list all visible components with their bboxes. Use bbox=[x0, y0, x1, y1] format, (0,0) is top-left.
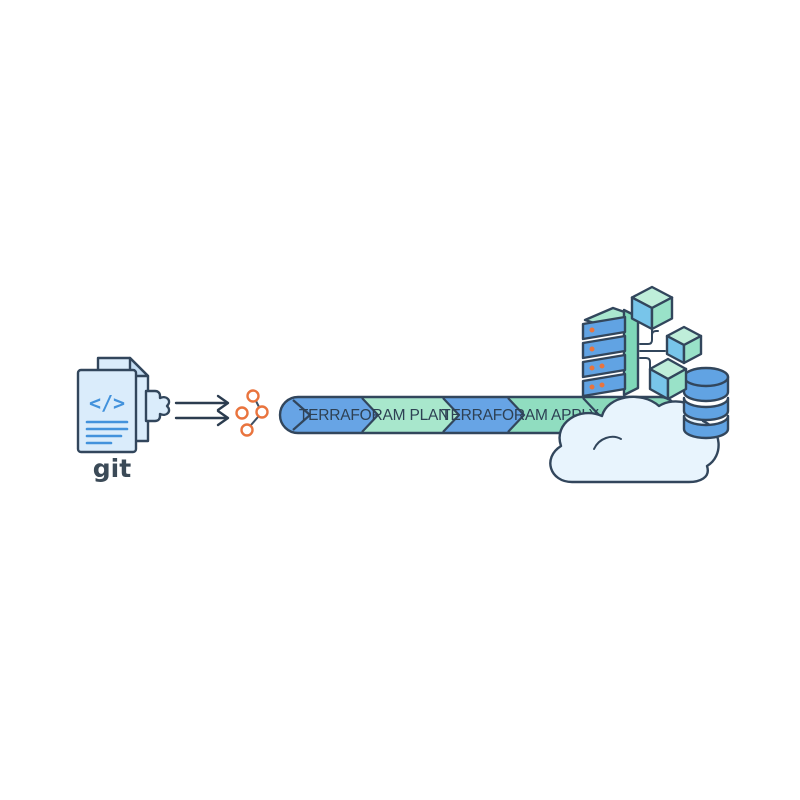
pipeline-segment-blue bbox=[280, 397, 378, 433]
flow-arrows-icon bbox=[174, 394, 230, 427]
cloud-inner-arc bbox=[593, 435, 622, 450]
node-circle bbox=[255, 405, 269, 419]
pipeline-segment-blue bbox=[443, 397, 524, 433]
chevron-divider bbox=[292, 399, 312, 431]
stage-label-apply: TERRAFORAM APPLY bbox=[441, 407, 599, 424]
git-label: git bbox=[93, 454, 131, 483]
node-circle bbox=[235, 406, 249, 420]
stage-label-plan: TERRAFORAM PLAN bbox=[299, 407, 449, 424]
arrow-head bbox=[216, 394, 230, 412]
led-light bbox=[589, 346, 595, 352]
git-files-icon: </> git bbox=[76, 356, 171, 483]
front-page bbox=[76, 368, 138, 454]
chevron-divider bbox=[507, 397, 526, 433]
arrow-head bbox=[216, 409, 230, 427]
server-rack-icon bbox=[581, 306, 641, 398]
rack-slab bbox=[581, 334, 627, 360]
node-link bbox=[250, 416, 259, 426]
network-nodes-icon bbox=[235, 389, 269, 437]
node-link bbox=[255, 400, 260, 408]
chevron-divider bbox=[361, 397, 380, 433]
cube-icon bbox=[665, 325, 703, 365]
puzzle-tab-icon bbox=[144, 389, 171, 423]
database-icon bbox=[682, 366, 730, 440]
node-circle bbox=[246, 389, 260, 403]
led-light bbox=[589, 384, 595, 390]
led-light bbox=[599, 363, 605, 369]
cube-icon bbox=[648, 357, 688, 401]
cloud-icon bbox=[549, 395, 720, 484]
cube-icon bbox=[630, 285, 674, 331]
led-light bbox=[599, 382, 605, 388]
doc-text-lines bbox=[85, 420, 129, 445]
rack-slab bbox=[581, 315, 627, 341]
code-glyph-text: </> bbox=[89, 391, 125, 415]
pipeline-segment-green bbox=[362, 397, 459, 433]
node-circle bbox=[240, 423, 254, 437]
led-light bbox=[589, 327, 595, 333]
led-light bbox=[589, 365, 595, 371]
chevron-divider bbox=[442, 397, 461, 433]
